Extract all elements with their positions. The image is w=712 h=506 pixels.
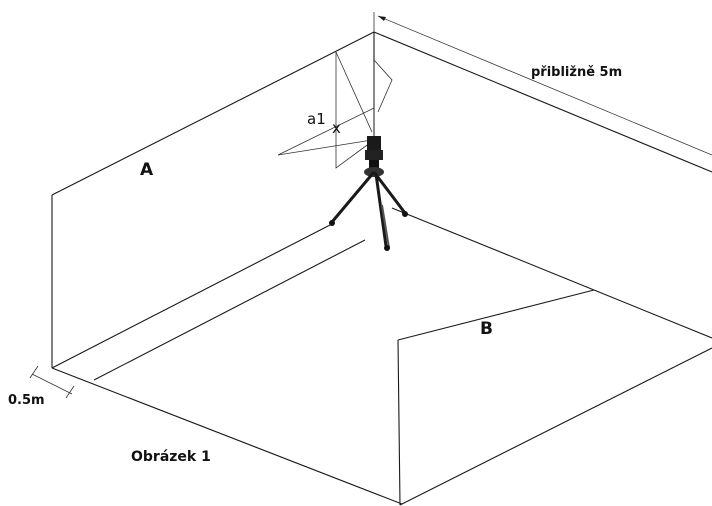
dimension-side bbox=[29, 365, 75, 399]
tripod-laser bbox=[329, 136, 408, 251]
laser-planes bbox=[277, 51, 393, 169]
point-a1-mark: x bbox=[332, 119, 341, 137]
wall-a bbox=[51, 31, 375, 368]
figure-caption: Obrázek 1 bbox=[131, 449, 211, 465]
ceiling-edge bbox=[373, 31, 712, 173]
distance-side-label: 0.5m bbox=[8, 393, 45, 408]
wall-b-label: B bbox=[480, 319, 493, 339]
floor-lines bbox=[51, 207, 595, 505]
distance-top-label: přibližně 5m bbox=[531, 65, 622, 80]
point-a1-label: a1 bbox=[307, 110, 326, 128]
wall-a-label: A bbox=[140, 160, 154, 180]
dimension-top bbox=[373, 12, 712, 156]
wall-b bbox=[397, 289, 712, 506]
